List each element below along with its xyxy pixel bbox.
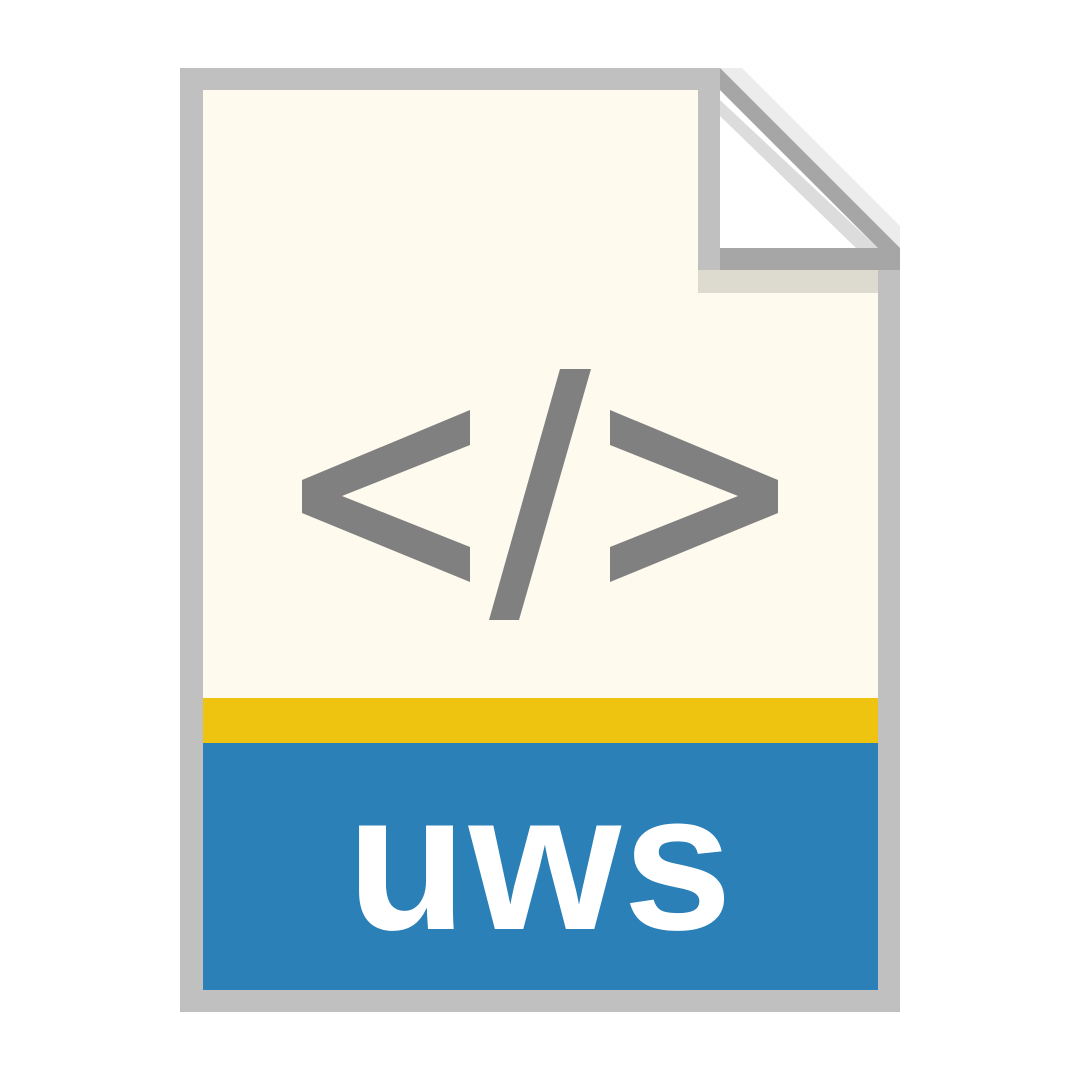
extension-band — [203, 743, 878, 990]
right-angle-bracket — [610, 410, 778, 582]
file-extension-label: uws — [346, 751, 735, 971]
code-brackets-icon — [302, 369, 778, 620]
slash — [489, 369, 591, 620]
left-angle-bracket — [302, 410, 470, 582]
accent-stripe — [203, 698, 878, 743]
fold-horizontal-edge — [720, 248, 900, 270]
fold-inner-shadow — [720, 100, 878, 248]
fold-diagonal — [720, 68, 900, 248]
fold-shadow — [698, 270, 878, 293]
fold-vertical-edge — [698, 68, 720, 270]
